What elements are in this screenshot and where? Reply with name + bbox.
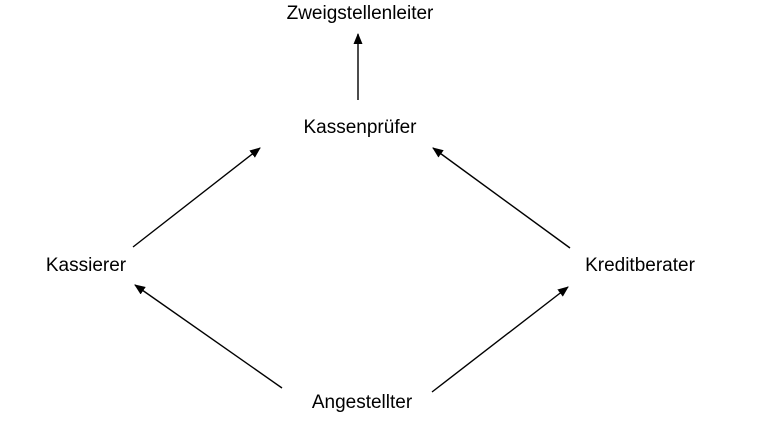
edge-angestellter-to-kreditberater-arrow <box>431 286 569 393</box>
edge-kreditberater-to-kassenpruefer-arrow <box>432 147 571 249</box>
node-angestellter: Angestellter <box>311 392 413 414</box>
node-kassenpruefer: Kassenprüfer <box>303 117 417 139</box>
node-kreditberater: Kreditberater <box>585 255 695 277</box>
node-kassierer: Kassierer <box>45 255 127 277</box>
edge-angestellter-to-kassierer-arrow <box>134 284 283 389</box>
node-zweigstellenleiter: Zweigstellenleiter <box>286 3 434 25</box>
edge-kassierer-to-kassenpruefer-arrow <box>132 147 261 248</box>
